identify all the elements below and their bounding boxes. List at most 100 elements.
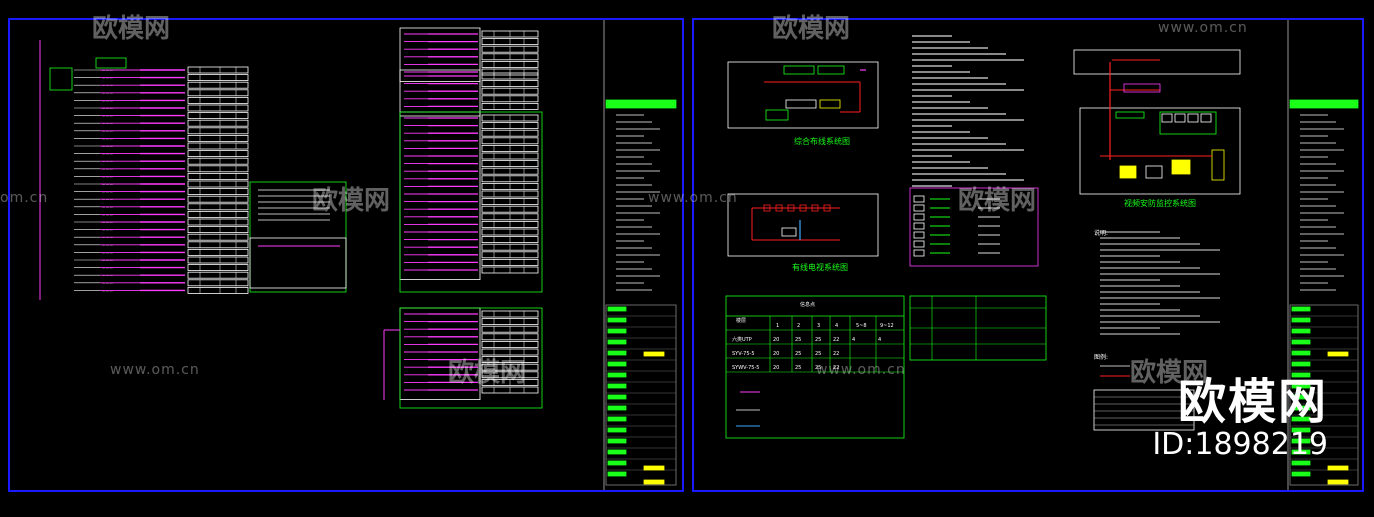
points-cell: 4 [852,337,855,343]
title-block-cell [607,416,627,422]
title-block-cell [1291,416,1311,422]
title-block-cell [1291,449,1311,455]
schedule-text: — — — [102,69,113,73]
legend-symbol [913,222,925,230]
schedule-text: — — — [102,91,113,95]
watermark-logo: 欧模网 [958,186,1037,216]
security-top-frame [1073,49,1241,75]
watermark-logo: 欧模网 [312,186,391,216]
equipment-box [765,109,789,121]
title-block-header [1289,99,1359,109]
schedule-row [187,195,249,203]
schedule-text: — — — [102,160,113,164]
schedule-text: — — — [102,266,113,270]
title-block-cell [607,372,627,378]
legend-symbol [913,204,925,212]
server-box [1211,149,1225,181]
title-block-header [605,99,677,109]
schedule-row [187,127,249,135]
nvr-box [1119,165,1137,179]
schedule-text: — — — [102,137,113,141]
schedule-text: — — — [102,190,113,194]
schedule-text: — — — [102,228,113,232]
points-cell: 20 [773,351,779,357]
title-block-cell [1291,339,1311,345]
title-block-cell [607,350,627,356]
caption-cable-tv-system: 有线电视系统图 [792,263,848,272]
watermark-url: www.om.cn [648,190,738,206]
tv-diagram-frame [727,193,879,257]
watermark-logo: 欧模网 [772,14,851,44]
schedule-text: — — — [102,221,113,225]
watermark-url: om.cn [0,190,49,206]
security-switch [1115,111,1145,119]
watermark-logo: 欧模网 [1130,358,1209,388]
schedule-row [187,218,249,226]
watermark-url: www.om.cn [1158,20,1248,36]
title-block-cell [1291,471,1311,477]
schedule-text: — — — [102,122,113,126]
schedule-row [187,142,249,150]
patch-panel [783,65,815,75]
schedule-row [187,165,249,173]
title-block-mark [643,479,665,485]
title-block-cell [1291,427,1311,433]
title-block-cell [607,460,627,466]
title-block-cell [607,339,627,345]
camera-monitor [1200,113,1212,123]
schedule-text: — — — [102,175,113,179]
schedule-text: — — — [102,76,113,80]
title-block-mark [643,351,665,357]
security-diagram-frame [1079,107,1241,195]
title-block-cell [1291,317,1311,323]
title-block-cell [607,449,627,455]
panel-frame [399,111,543,293]
schedule-text: — — — [102,99,113,103]
points-row-label: SYWV-75-5 [732,365,759,371]
title-block-cell [1291,350,1311,356]
title-block-cell [1291,394,1311,400]
schedule-text: — — — [102,145,113,149]
camera-grid [1159,111,1217,135]
security-tag [1123,83,1161,93]
points-header: 楼层 [736,317,746,324]
badge-brand: 欧模网 [1177,374,1328,430]
schedule-row [187,241,249,249]
schedule-row [187,157,249,165]
points-table [725,295,905,439]
camera-monitor [1187,113,1199,123]
title-block-cell [1291,383,1311,389]
points-cell: 25 [795,351,801,357]
points-col-header: 2 [797,323,800,329]
legend-box [909,187,1039,267]
points-cell: 4 [878,337,881,343]
schedule-row [187,233,249,241]
points-col-header: 5~8 [856,323,867,329]
points-cell: 25 [795,365,801,371]
monitor-box [1171,159,1191,175]
title-block-cell [1291,372,1311,378]
schedule-text: — — — [102,107,113,111]
schedule-row [187,248,249,256]
camera-monitor [1161,113,1173,123]
title-block-cell [607,471,627,477]
id-badge: 欧模网 ID:1898219 [1152,376,1328,462]
schedule-row [187,256,249,264]
schedule-row [187,97,249,104]
title-block-mark [643,465,665,471]
caption-cabling-system: 综合布线系统图 [794,137,850,146]
panel-box [399,69,481,117]
title-block-cell [607,438,627,444]
points-cell: 22 [833,365,839,371]
schedule-row [187,172,249,180]
legend-table [1093,389,1195,431]
schedule-row [187,134,249,142]
schedule-text: — — — [102,129,113,133]
schedule-text: — — — [102,198,113,202]
schedule-row [187,89,249,97]
schedule-row [187,271,249,279]
points-col-header: 4 [835,323,838,329]
title-block-cell [607,328,627,334]
schedule-row [187,203,249,211]
